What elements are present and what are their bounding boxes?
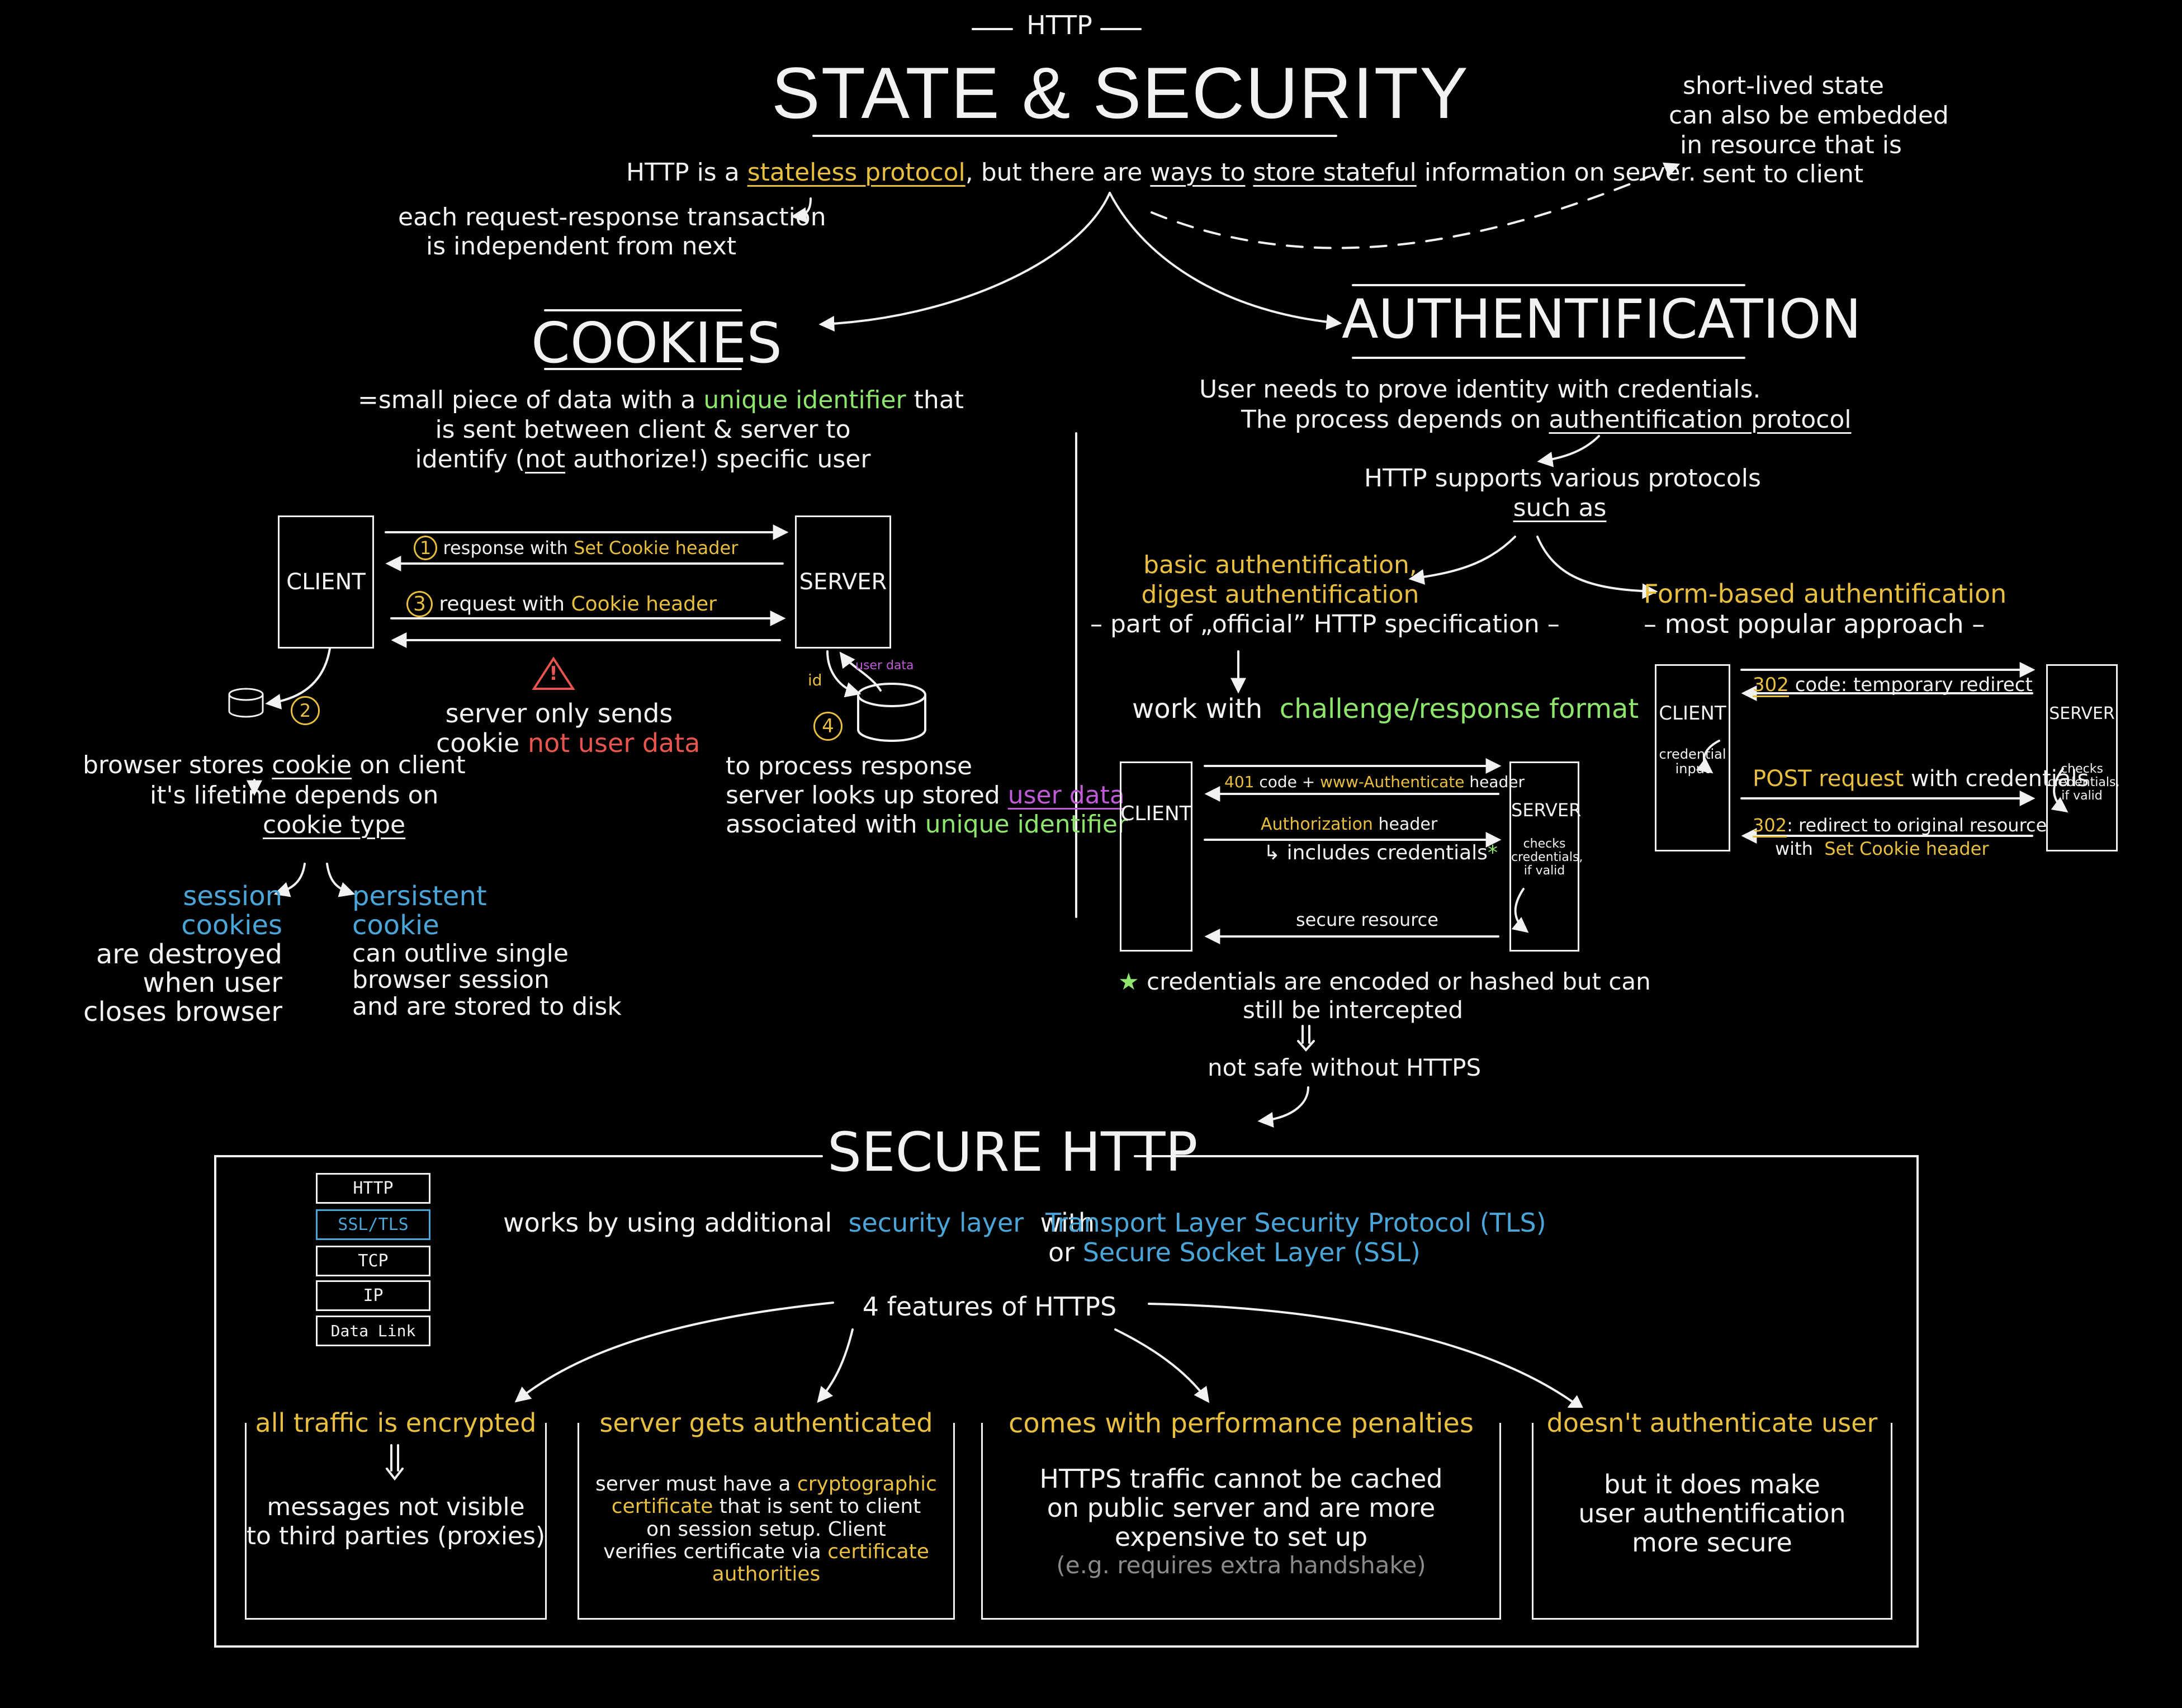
cookies-title: COOKIES — [531, 310, 782, 376]
cookies-definition: =small piece of data with a unique ident… — [358, 386, 964, 474]
cookie-server-box: SERVER — [795, 515, 891, 649]
cookie-client-box: CLIENT — [278, 515, 374, 649]
auth-protocols: HTTP supports various protocols such as — [1364, 464, 1761, 522]
fb-302-original: 302: redirect to original resource — [1753, 815, 2047, 836]
feature-performance — [981, 1423, 1501, 1620]
stack-ip: IP — [316, 1280, 430, 1311]
id-label: id — [808, 671, 822, 689]
cookie-step-3: 3 request with Cookie header — [406, 591, 717, 617]
persistent-cookie: persistent cookie can outlive single bro… — [352, 881, 622, 1021]
cookie-warning: server only sends cookie not user data — [436, 698, 700, 758]
browser-stores: browser stores cookie on client it's lif… — [83, 751, 466, 840]
intro-line: HTTP is a stateless protocol, but there … — [626, 158, 1696, 187]
fb-with-set-cookie: with Set Cookie header — [1775, 838, 1989, 859]
secure-title: SECURE HTTP — [827, 1121, 1198, 1184]
stack-tcp: TCP — [316, 1246, 430, 1276]
secure-frame — [214, 1155, 1919, 1648]
feature-authenticated-text: server must have a cryptographic certifi… — [595, 1473, 937, 1586]
form-based-auth: Form-based authentification – most popul… — [1644, 579, 2007, 640]
credentials-note: ★ credentials are encoded or hashed but … — [1118, 968, 1651, 1024]
warning-triangle — [532, 656, 575, 690]
protocol-stack: HTTP SSL/TLS TCP IP Data Link — [316, 1173, 433, 1352]
cr-401: 401 code + www-Authenticate header — [1224, 773, 1525, 791]
feature-no-user-auth-text: but it does make user authentification m… — [1578, 1469, 1846, 1558]
tls-label: Transport Layer Security Protocol (TLS) — [1045, 1208, 1546, 1238]
feature-encrypted — [245, 1423, 547, 1620]
features-label: 4 features of HTTPS — [862, 1291, 1117, 1322]
cr-client-box: CLIENT — [1120, 761, 1192, 952]
feature-authenticated-title: server gets authenticated — [578, 1408, 955, 1438]
stack-data-link: Data Link — [316, 1316, 430, 1346]
cookie-step-2: 2 — [291, 696, 320, 725]
fb-post: POST request with credentials — [1753, 766, 2089, 792]
user-data-label: user data — [855, 659, 914, 673]
feature-no-user-auth — [1532, 1423, 1892, 1620]
arrow-to-cookies — [818, 192, 1111, 332]
auth-title: AUTHENTIFICATION — [1342, 288, 1862, 351]
server-database-icon — [857, 683, 926, 742]
not-safe-note: not safe without HTTPS — [1208, 1054, 1482, 1081]
stack-http: HTTP — [316, 1173, 430, 1204]
arrow-stateless-note — [791, 197, 812, 223]
stateless-note: each request-response transaction is ind… — [398, 203, 826, 261]
feature-no-user-auth-title: doesn't authenticate user — [1532, 1408, 1892, 1438]
page-title: STATE & SECURITY — [771, 52, 1469, 134]
challenge-response: work with challenge/response format — [1132, 693, 1639, 725]
cr-secure-resource: secure resource — [1296, 909, 1438, 930]
kicker: HTTP — [1026, 10, 1092, 40]
basic-digest-auth: basic authentification, digest authentif… — [1090, 551, 1560, 638]
cr-includes: ↳ includes credentials* — [1263, 841, 1498, 864]
auth-definition: User needs to prove identity with creden… — [1199, 375, 1852, 434]
secure-definition: works by using additional security layer… — [503, 1208, 1095, 1238]
stack-ssl-tls: SSL/TLS — [316, 1209, 430, 1240]
ssl-label: or Secure Socket Layer (SSL) — [1048, 1237, 1421, 1267]
cr-authorization: Authorization header — [1261, 815, 1438, 834]
feature-performance-title: comes with performance penalties — [981, 1408, 1501, 1440]
client-database-icon — [228, 688, 264, 718]
session-cookies: session cookies are destroyed when user … — [83, 881, 282, 1028]
cookie-step-1: 1 response with Set Cookie header — [414, 536, 738, 560]
arrow-to-sidenote — [1151, 162, 1681, 249]
server-lookup: to process response server looks up stor… — [726, 752, 1128, 839]
fb-302-redirect: 302 code: temporary redirect — [1753, 674, 2033, 696]
arrow-to-auth — [1109, 192, 1342, 330]
feature-encrypted-title: all traffic is encrypted — [245, 1408, 547, 1438]
feature-performance-text: HTTPS traffic cannot be cached on public… — [1039, 1464, 1443, 1579]
side-note: short-lived state can also be embedded i… — [1669, 72, 1949, 189]
feature-authenticated — [578, 1423, 955, 1620]
cookie-step-4: 4 — [813, 712, 842, 741]
warning-icon: ! — [549, 663, 558, 685]
